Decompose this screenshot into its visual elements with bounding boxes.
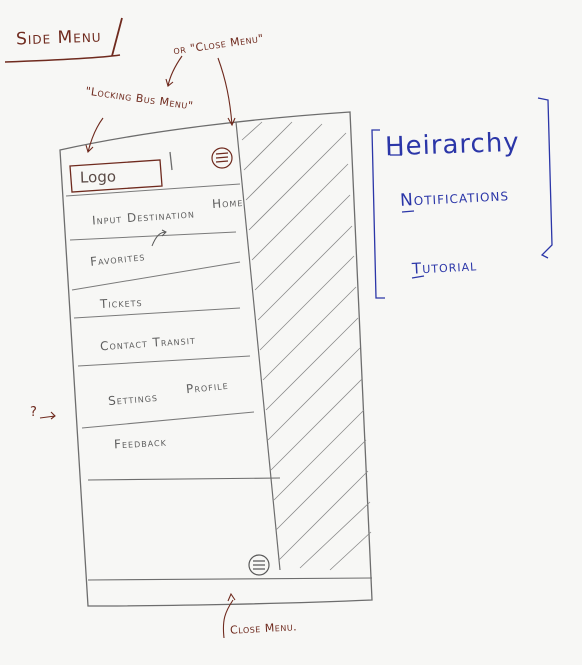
title-underline — [4, 54, 121, 63]
feature-tutorial: Tutorial — [411, 256, 478, 278]
menu-icon-top — [211, 147, 233, 169]
menu-item-home[interactable]: Home — [211, 194, 244, 212]
annotation-arrows — [39, 55, 236, 639]
menu-bottom-line — [87, 477, 281, 481]
logo-label: Logo — [79, 167, 117, 187]
menu-item-feedback[interactable]: Feedback — [113, 434, 168, 452]
menu-icon-bottom — [248, 554, 270, 576]
feature-heirarchy: Heirarchy — [384, 127, 521, 163]
phone-frame — [59, 111, 373, 607]
annotation-question: ? — [30, 405, 37, 420]
menu-item-tickets[interactable]: Tickets — [99, 294, 143, 312]
title-slash — [111, 17, 123, 57]
arrow-icon — [151, 229, 167, 247]
menu-panel-edge — [235, 121, 281, 571]
menu-separators — [65, 183, 255, 429]
feature-bracket — [371, 97, 553, 299]
page-title: Side Menu — [15, 26, 102, 50]
content-hatching — [241, 121, 372, 571]
frame-bottom-line — [87, 577, 373, 581]
logo-box — [69, 159, 163, 193]
